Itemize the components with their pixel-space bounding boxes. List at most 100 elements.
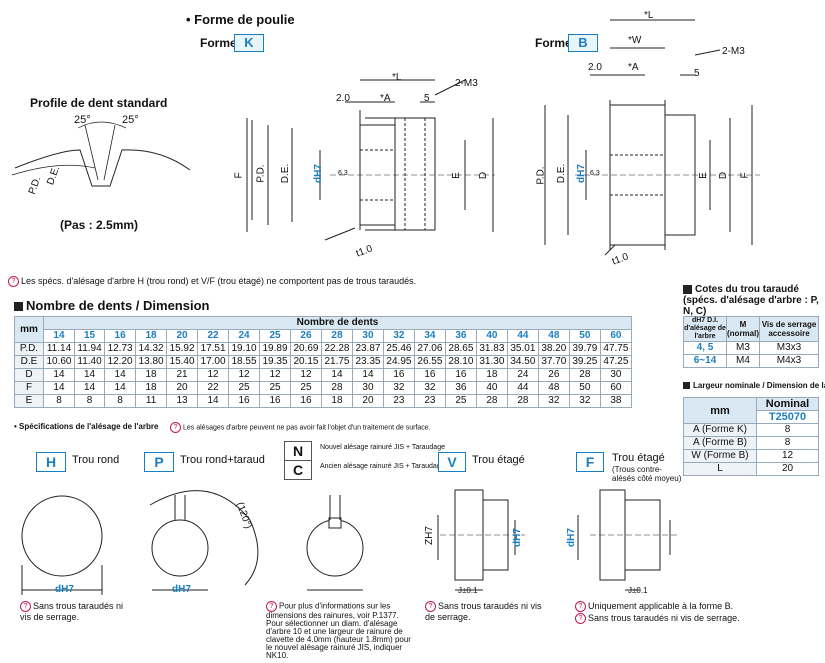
table-cell: 24 [506, 368, 539, 382]
bore-n-label: Nouvel alésage rainuré JIS + Taraudage [320, 444, 445, 451]
table-cell: 12.20 [104, 355, 137, 369]
teeth-count-header: 24 [228, 329, 261, 343]
b-dim-PD: P.D. [535, 166, 547, 185]
b-dim-2: 2.0 [588, 62, 602, 73]
table-cell: 16 [228, 394, 261, 408]
table-cell: 39.79 [568, 342, 601, 356]
bore-f-j: J±0.1 [628, 586, 648, 595]
table-cell: 11 [135, 394, 168, 408]
forme-k-label: Forme [200, 36, 237, 50]
k-dim-DE: D.E. [280, 163, 292, 184]
table-cell: 11.94 [73, 342, 106, 356]
table-cell: 13 [166, 394, 199, 408]
teeth-count-header: 14 [43, 329, 75, 343]
table-cell: 11.14 [43, 342, 75, 356]
table-cell: 23 [413, 394, 446, 408]
warning-icon: ? [425, 601, 436, 613]
table-cell: 48 [537, 381, 570, 395]
cotes-header-d: dH7 D.I. d'alésage de l'arbre [683, 316, 727, 342]
table-cell: 20.15 [290, 355, 322, 369]
table-cell: 15.92 [166, 342, 199, 356]
largeur-code: T25070 [756, 410, 819, 424]
spec-alesage-title: • Spécifications de l'alésage de l'arbre [14, 422, 159, 431]
b-dim-5: 5 [694, 68, 700, 79]
teeth-count-header: 60 [599, 329, 633, 343]
table-cell: 23.35 [351, 355, 384, 369]
table-cell: 16 [444, 368, 477, 382]
table-cell: 14 [104, 368, 137, 382]
bore-p-code: P [144, 452, 174, 472]
k-dim-D: D [478, 171, 490, 180]
teeth-count-header: 16 [104, 329, 137, 343]
warning-icon: ? [8, 276, 19, 288]
table-cell: 25 [290, 381, 322, 395]
teeth-count-header: 32 [382, 329, 415, 343]
b-dim-dH7: dH7 [575, 164, 587, 183]
table-cell: 34.50 [506, 355, 539, 369]
table-cell: 32 [537, 394, 570, 408]
k-dim-ra: 6.3 [338, 170, 348, 177]
table-mm-header: mm [14, 316, 44, 343]
teeth-count-header: 26 [290, 329, 322, 343]
bore-f-code: F [576, 452, 604, 472]
table-cell: 14 [351, 368, 384, 382]
bore-h-dim: dH7 [55, 584, 74, 595]
bore-f-label: Trou étagé [612, 452, 665, 464]
bore-v-code: V [438, 452, 466, 472]
table-cell: 23 [382, 394, 415, 408]
table-cell: 28.65 [444, 342, 477, 356]
table-cell: 24.95 [382, 355, 415, 369]
bore-n-code: N [284, 441, 312, 461]
k-dim-E: E [450, 172, 462, 179]
nombre-dents-title: Nombre de dents / Dimension [14, 298, 209, 313]
k-dim-5: 5 [424, 93, 430, 104]
largeur-title: Largeur nominale / Dimension de la courr… [683, 381, 825, 390]
table-cell: 8 [104, 394, 137, 408]
table-cell: 14 [43, 381, 75, 395]
table-row: W (Forme B)12 [683, 449, 819, 463]
table-cell: 16 [259, 394, 291, 408]
table-cell: 22.28 [320, 342, 353, 356]
table-cell: 20 [166, 381, 199, 395]
pas-label: (Pas : 2.5mm) [60, 218, 139, 232]
table-cell: 14 [197, 394, 230, 408]
table-cell: 10.60 [43, 355, 75, 369]
bore-f-d: dH7 [565, 528, 577, 547]
row-label: P.D. [14, 342, 44, 356]
section-square-icon [683, 284, 692, 294]
forme-b-label: Forme [535, 36, 572, 50]
table-cell: 18 [320, 394, 353, 408]
b-dim-D: D [718, 171, 730, 180]
table-cell: 32 [568, 394, 601, 408]
teeth-count-header: 50 [568, 329, 601, 343]
k-dim-2: 2.0 [336, 93, 350, 104]
b-dim-L: *L [644, 10, 654, 21]
largeur-value: 20 [756, 462, 819, 476]
teeth-count-header: 18 [135, 329, 168, 343]
table-cell: 26 [537, 368, 570, 382]
table-row: 4, 5 M3 M3x3 [683, 341, 819, 355]
bore-f-note2: ?Sans trous taraudés ni vis de serrage. [575, 613, 775, 625]
largeur-label: L [683, 462, 757, 476]
teeth-count-header: 28 [320, 329, 353, 343]
teeth-count-header: 25 [259, 329, 291, 343]
bore-h-note: ?Sans trous taraudés ni vis de serrage. [20, 601, 124, 623]
section-square-icon [14, 302, 23, 312]
note-alesage: ?Les spécs. d'alésage d'arbre H (trou ro… [8, 276, 416, 288]
teeth-count-header: 34 [413, 329, 446, 343]
table-cell: 27.06 [413, 342, 446, 356]
forme-k-code: K [234, 34, 264, 52]
table-cell: 19.10 [228, 342, 261, 356]
table-cell: 17.51 [197, 342, 230, 356]
table-cell: 38 [599, 394, 633, 408]
cotes-title: Cotes du trou taraudé (spécs. d'alésage … [683, 284, 819, 317]
bore-c-code: C [284, 460, 312, 480]
table-cell: 25 [444, 394, 477, 408]
table-cell: 8 [43, 394, 75, 408]
table-cell: 18.55 [228, 355, 261, 369]
bore-v-note: ?Sans trous taraudés ni vis de serrage. [425, 601, 542, 623]
